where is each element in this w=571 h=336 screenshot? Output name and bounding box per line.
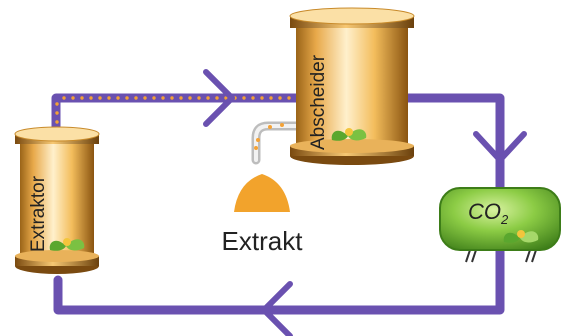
co2-tank: CO2 — [439, 187, 561, 263]
extract-label: Extrakt — [222, 226, 304, 256]
extract-outlet-tube — [251, 121, 301, 165]
co2-label: CO2 — [468, 199, 509, 227]
extract-particles — [55, 96, 291, 133]
separator-vessel: Abscheider — [289, 7, 415, 165]
leaf-icon — [503, 230, 539, 243]
leaf-icon — [49, 238, 85, 251]
extract-mound — [234, 174, 290, 212]
leaf-icon — [331, 128, 367, 141]
extractor-label: Extraktor — [28, 175, 49, 252]
separator-label: Abscheider — [308, 54, 329, 150]
flow-arrow-icon — [261, 281, 293, 336]
flow-arrow-icon — [473, 131, 527, 163]
extractor-vessel: Extraktor — [14, 126, 100, 274]
flow-arrow-icon — [203, 69, 235, 127]
